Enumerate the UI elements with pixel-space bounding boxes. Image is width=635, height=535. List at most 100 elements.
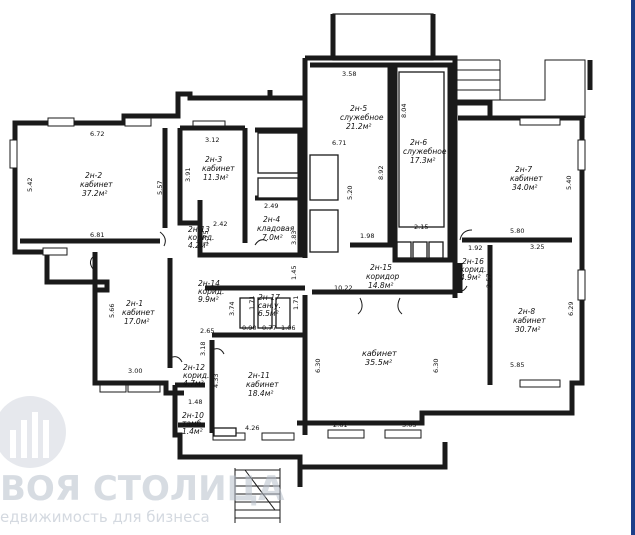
svg-text:37.2м²: 37.2м²	[82, 189, 107, 198]
svg-text:2н-15: 2н-15	[370, 263, 392, 272]
dimension-labels: 6.72 5.42 5.57 6.81 3.12 3.91 2.49 3.83 …	[26, 70, 575, 432]
svg-text:14.8м²: 14.8м²	[368, 281, 393, 290]
svg-text:6.5м²: 6.5м²	[258, 309, 279, 318]
svg-text:кабинет: кабинет	[362, 349, 397, 358]
svg-text:2.65: 2.65	[200, 327, 214, 335]
svg-text:8.92: 8.92	[377, 166, 385, 180]
svg-text:3.83: 3.83	[290, 231, 298, 245]
svg-text:5.42: 5.42	[26, 178, 34, 192]
svg-text:2н-17: 2н-17	[258, 293, 280, 302]
svg-text:1.71: 1.71	[292, 296, 300, 310]
svg-text:5.20: 5.20	[346, 186, 354, 200]
svg-text:2н-5: 2н-5	[350, 104, 367, 113]
svg-text:2.61: 2.61	[333, 421, 347, 429]
svg-text:кабинет: кабинет	[513, 316, 546, 325]
svg-text:1.75: 1.75	[202, 231, 210, 245]
svg-text:17.0м²: 17.0м²	[124, 317, 149, 326]
svg-text:5.40: 5.40	[565, 176, 573, 190]
svg-text:34.0м²: 34.0м²	[512, 183, 537, 192]
svg-text:1.48: 1.48	[188, 398, 202, 406]
svg-text:5.66: 5.66	[108, 304, 116, 318]
svg-text:корид.: корид.	[183, 371, 209, 380]
svg-text:10.22: 10.22	[334, 284, 353, 292]
svg-text:кладовая: кладовая	[257, 224, 295, 233]
svg-text:коридор: коридор	[366, 272, 400, 281]
svg-text:кабинет: кабинет	[510, 174, 543, 183]
svg-text:3.58: 3.58	[342, 70, 356, 78]
svg-text:6.81: 6.81	[90, 231, 104, 239]
fixtures	[213, 71, 445, 437]
svg-text:1.45: 1.45	[290, 266, 298, 280]
svg-text:тамб.: тамб.	[182, 419, 204, 428]
svg-text:7.0м²: 7.0м²	[262, 233, 283, 242]
svg-text:0.77: 0.77	[262, 324, 276, 332]
svg-text:2.49: 2.49	[264, 202, 278, 210]
svg-text:корид.: корид.	[198, 287, 224, 296]
watermark-subtitle: едвижимость для бизнеса	[0, 508, 210, 526]
svg-text:2н-3: 2н-3	[205, 155, 222, 164]
svg-text:11.3м²: 11.3м²	[203, 173, 228, 182]
svg-text:кабинет: кабинет	[122, 308, 155, 317]
svg-text:служебное: служебное	[403, 147, 447, 156]
outer-walls	[12, 55, 585, 487]
svg-text:6.72: 6.72	[90, 130, 104, 138]
doors	[89, 229, 473, 363]
svg-text:кабинет: кабинет	[246, 380, 279, 389]
svg-text:4.7м²: 4.7м²	[183, 379, 204, 388]
svg-text:2.15: 2.15	[414, 223, 428, 231]
svg-text:4.9м²: 4.9м²	[460, 273, 481, 282]
svg-text:8.04: 8.04	[400, 104, 408, 118]
svg-text:2н-11: 2н-11	[248, 371, 270, 380]
svg-text:17.3м²: 17.3м²	[410, 156, 435, 165]
right-frame-border	[631, 0, 635, 535]
svg-text:3.74: 3.74	[228, 302, 236, 316]
svg-text:4.33: 4.33	[212, 374, 220, 388]
svg-text:сан.у.: сан.у.	[258, 301, 281, 310]
svg-text:30.7м²: 30.7м²	[515, 325, 540, 334]
svg-text:6.71: 6.71	[332, 139, 346, 147]
svg-text:1.4м²: 1.4м²	[182, 427, 203, 436]
svg-text:4.26: 4.26	[245, 424, 259, 432]
svg-text:корид.: корид.	[460, 265, 486, 274]
svg-text:3.00: 3.00	[128, 367, 142, 375]
svg-text:кабинет: кабинет	[80, 180, 113, 189]
svg-text:2н-13: 2н-13	[188, 225, 210, 234]
watermark-logo-icon	[0, 396, 66, 468]
svg-text:2.42: 2.42	[213, 220, 227, 228]
svg-text:2н-2: 2н-2	[85, 171, 102, 180]
watermark-title: ВОЯ СТОЛИЦА	[0, 469, 285, 509]
svg-text:9.9м²: 9.9м²	[198, 295, 219, 304]
svg-text:1.06: 1.06	[281, 324, 295, 332]
svg-text:3.18: 3.18	[199, 342, 207, 356]
svg-text:2.57: 2.57	[485, 274, 493, 288]
svg-text:5.85: 5.85	[510, 361, 524, 369]
svg-text:1.71: 1.71	[248, 296, 256, 310]
svg-text:6.29: 6.29	[567, 302, 575, 316]
interior-walls	[20, 62, 572, 435]
svg-text:2н-16: 2н-16	[462, 257, 484, 266]
svg-text:35.5м²: 35.5м²	[365, 358, 393, 367]
svg-text:6.30: 6.30	[314, 359, 322, 373]
svg-text:3.25: 3.25	[530, 243, 544, 251]
svg-text:5.80: 5.80	[510, 227, 524, 235]
svg-text:0.90: 0.90	[242, 324, 256, 332]
svg-text:3.91: 3.91	[184, 168, 192, 182]
